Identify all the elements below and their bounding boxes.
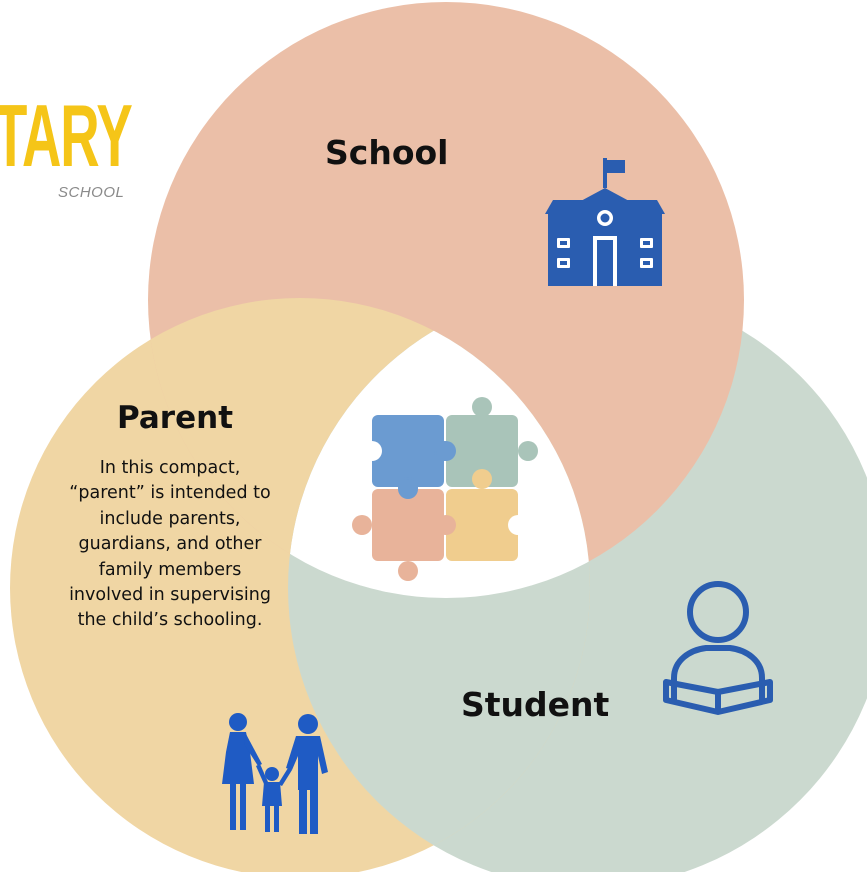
family-silhouette-icon <box>222 713 328 834</box>
puzzle-piece-peach <box>352 479 444 581</box>
school-logo: TARY SCHOOL <box>0 70 140 218</box>
student-reading-icon <box>663 581 773 715</box>
puzzle-piece-green <box>436 397 538 487</box>
parent-description: In this compact, “parent” is intended to… <box>69 458 271 631</box>
school-label: School <box>325 133 449 172</box>
puzzle-piece-yellow <box>436 469 528 561</box>
puzzle-pieces-icon <box>352 397 538 581</box>
logo-word: TARY <box>0 86 133 185</box>
parent-label: Parent <box>117 400 234 436</box>
school-building-icon <box>545 158 665 286</box>
student-label: Student <box>461 685 610 724</box>
logo-subtitle: SCHOOL <box>58 184 125 201</box>
